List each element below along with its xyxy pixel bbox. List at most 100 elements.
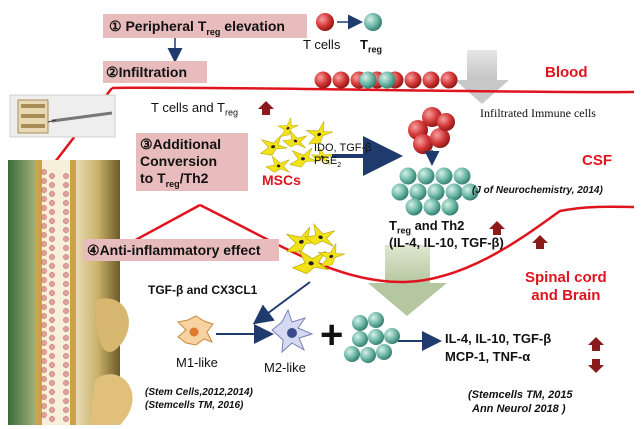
spine-cell-dot bbox=[41, 340, 47, 346]
blood-boundary-line bbox=[111, 86, 635, 94]
step-3-box bbox=[136, 133, 248, 191]
spine-cell-dot bbox=[49, 308, 55, 314]
csf-treg bbox=[445, 183, 463, 201]
bottom-treg bbox=[352, 315, 368, 331]
spine-cell-dot bbox=[49, 254, 55, 260]
msc-cluster-lower bbox=[285, 223, 346, 275]
blood-tcell bbox=[440, 71, 458, 89]
spine-cell-dot bbox=[63, 398, 69, 404]
spinal-cord-illustration bbox=[8, 160, 129, 425]
spine-cell-dot bbox=[49, 335, 55, 341]
blood-tcell bbox=[332, 71, 350, 89]
step-2-box bbox=[103, 61, 207, 83]
spine-cell-dot bbox=[41, 412, 47, 418]
infiltrated-label: Infiltrated Immune cells bbox=[480, 106, 596, 120]
spine-cell-dot bbox=[63, 389, 69, 395]
spine-cell-dot bbox=[41, 376, 47, 382]
spine-cell-dot bbox=[63, 236, 69, 242]
spine-cell-dot bbox=[49, 398, 55, 404]
spine-cell-dot bbox=[63, 191, 69, 197]
upregulated-arrow-2 bbox=[489, 221, 505, 235]
spine-cell-dot bbox=[63, 326, 69, 332]
upregulated-arrow-4 bbox=[588, 337, 604, 351]
csf-treg bbox=[409, 183, 427, 201]
spine-cell-dot bbox=[41, 250, 47, 256]
msc-cell bbox=[265, 155, 290, 173]
spine-cell-dot bbox=[49, 272, 55, 278]
spine-cell-dot bbox=[41, 403, 47, 409]
mscs-label: MSCs bbox=[262, 172, 301, 188]
msc-cell bbox=[289, 147, 317, 168]
blood-label: Blood bbox=[545, 64, 588, 81]
legend-tcell bbox=[316, 13, 334, 31]
spine-cell-dot bbox=[41, 232, 47, 238]
msc-cell bbox=[317, 243, 346, 267]
spine-cell-dot bbox=[49, 380, 55, 386]
spine-cell-dot bbox=[63, 209, 69, 215]
spine-cell-dot bbox=[41, 286, 47, 292]
spine-cell-dot bbox=[49, 317, 55, 323]
citation-stemcells-annneurol: (Stemcells TM, 2015 Ann Neurol 2018 ) bbox=[468, 389, 573, 415]
m1-macrophage-icon bbox=[176, 315, 214, 346]
spine-cell-dot bbox=[41, 277, 47, 283]
bottom-treg bbox=[360, 347, 376, 363]
m2-label: M2-like bbox=[264, 360, 306, 375]
spine-cell-dot bbox=[41, 304, 47, 310]
spine-cell-dot bbox=[41, 214, 47, 220]
spine-cell-dot bbox=[63, 245, 69, 251]
spine-cell-dot bbox=[41, 313, 47, 319]
spine-cell-dot bbox=[63, 281, 69, 287]
spine-cell-dot bbox=[49, 281, 55, 287]
csf-treg bbox=[399, 167, 417, 185]
step-2-label: ②Infiltration bbox=[106, 64, 187, 80]
m1-label: M1-like bbox=[176, 355, 218, 370]
step-4-label: ④Anti-inflammatory effect bbox=[87, 242, 261, 258]
step-3-label: ③Additional Conversion to Treg/Th2 bbox=[140, 136, 221, 189]
msc-cell bbox=[305, 121, 334, 145]
spine-cell-dot bbox=[41, 331, 47, 337]
m2-macrophage-icon bbox=[271, 308, 314, 354]
spine-cell-dot bbox=[49, 236, 55, 242]
spine-cell-dot bbox=[63, 362, 69, 368]
csf-treg bbox=[441, 198, 459, 216]
spine-cell-dot bbox=[63, 173, 69, 179]
spine-cell-dot bbox=[41, 295, 47, 301]
syringe-photo bbox=[9, 94, 116, 138]
csf-treg bbox=[391, 183, 409, 201]
spine-cell-dot bbox=[63, 272, 69, 278]
csf-treg-cluster bbox=[391, 167, 479, 216]
legend-treg bbox=[364, 13, 382, 31]
ido-label: IDO, TGF-β PGE2 bbox=[314, 142, 372, 170]
spine-cell-dot bbox=[49, 245, 55, 251]
spine-cell-dot bbox=[49, 191, 55, 197]
msc-to-m2-arrow bbox=[252, 281, 311, 325]
spine-cell-dot bbox=[41, 268, 47, 274]
bottom-treg bbox=[368, 312, 384, 328]
spine-cell-dot bbox=[49, 200, 55, 206]
spine-cell-dot bbox=[63, 227, 69, 233]
csf-treg bbox=[423, 198, 441, 216]
blood-tcell bbox=[404, 71, 422, 89]
spine-cell-dot bbox=[63, 353, 69, 359]
blood-treg bbox=[378, 71, 396, 89]
bottom-treg bbox=[352, 331, 368, 347]
spine-cell-dot bbox=[49, 353, 55, 359]
gray-down-arrow bbox=[455, 50, 509, 104]
blood-tcell bbox=[422, 71, 440, 89]
step-1-label: ① Peripheral Treg elevation bbox=[109, 18, 285, 37]
spine-cell-dot bbox=[49, 344, 55, 350]
bottom-treg bbox=[344, 346, 360, 362]
msc-cell bbox=[277, 117, 299, 137]
spine-cell-dot bbox=[49, 290, 55, 296]
spine-cell-dot bbox=[63, 200, 69, 206]
csf-boundary-line bbox=[199, 203, 635, 284]
upregulated-arrow-3 bbox=[532, 235, 548, 249]
bottom-treg bbox=[368, 329, 384, 345]
citation-stem-cells: (Stem Cells,2012,2014) (Stemcells TM, 20… bbox=[145, 387, 253, 411]
spine-cell-dot bbox=[63, 299, 69, 305]
csf-treg bbox=[453, 167, 471, 185]
msc-cell bbox=[304, 223, 335, 247]
csf-treg bbox=[405, 198, 423, 216]
spine-cell-dot bbox=[49, 407, 55, 413]
spine-cell-dot bbox=[49, 263, 55, 269]
